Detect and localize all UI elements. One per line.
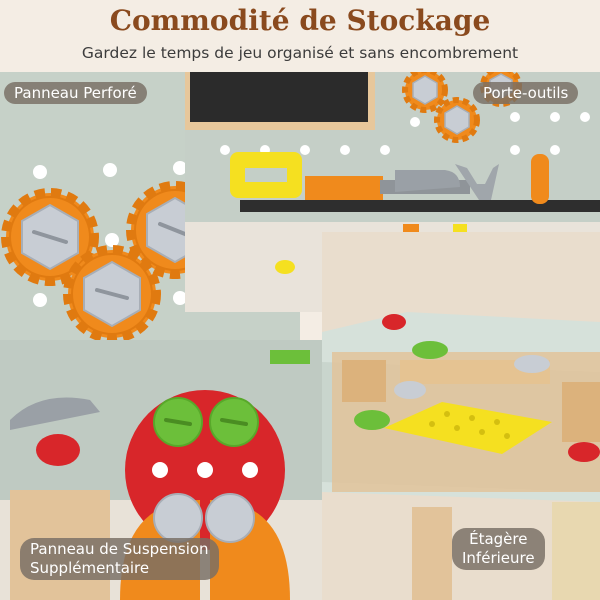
lower-shelf-label: Étagère Inférieure [452, 528, 545, 570]
lower-shelf-panel: Étagère Inférieure [322, 232, 600, 600]
page-subtitle: Gardez le temps de jeu organisé et sans … [81, 44, 519, 62]
lower-shelf-illustration [322, 232, 600, 600]
pegboard-label: Panneau Perforé [4, 82, 147, 104]
lower-shelf-label-line1: Étagère [469, 530, 528, 548]
hanging-panel-label-line1: Panneau de Suspension [30, 540, 209, 558]
page-title: Commodité de Stockage [109, 4, 491, 37]
hanging-panel-label: Panneau de Suspension Supplémentaire [20, 538, 219, 580]
hanging-panel-label-line2: Supplémentaire [30, 559, 150, 577]
tool-holder-label: Porte-outils [473, 82, 579, 104]
lower-shelf-label-line2: Inférieure [462, 549, 535, 567]
